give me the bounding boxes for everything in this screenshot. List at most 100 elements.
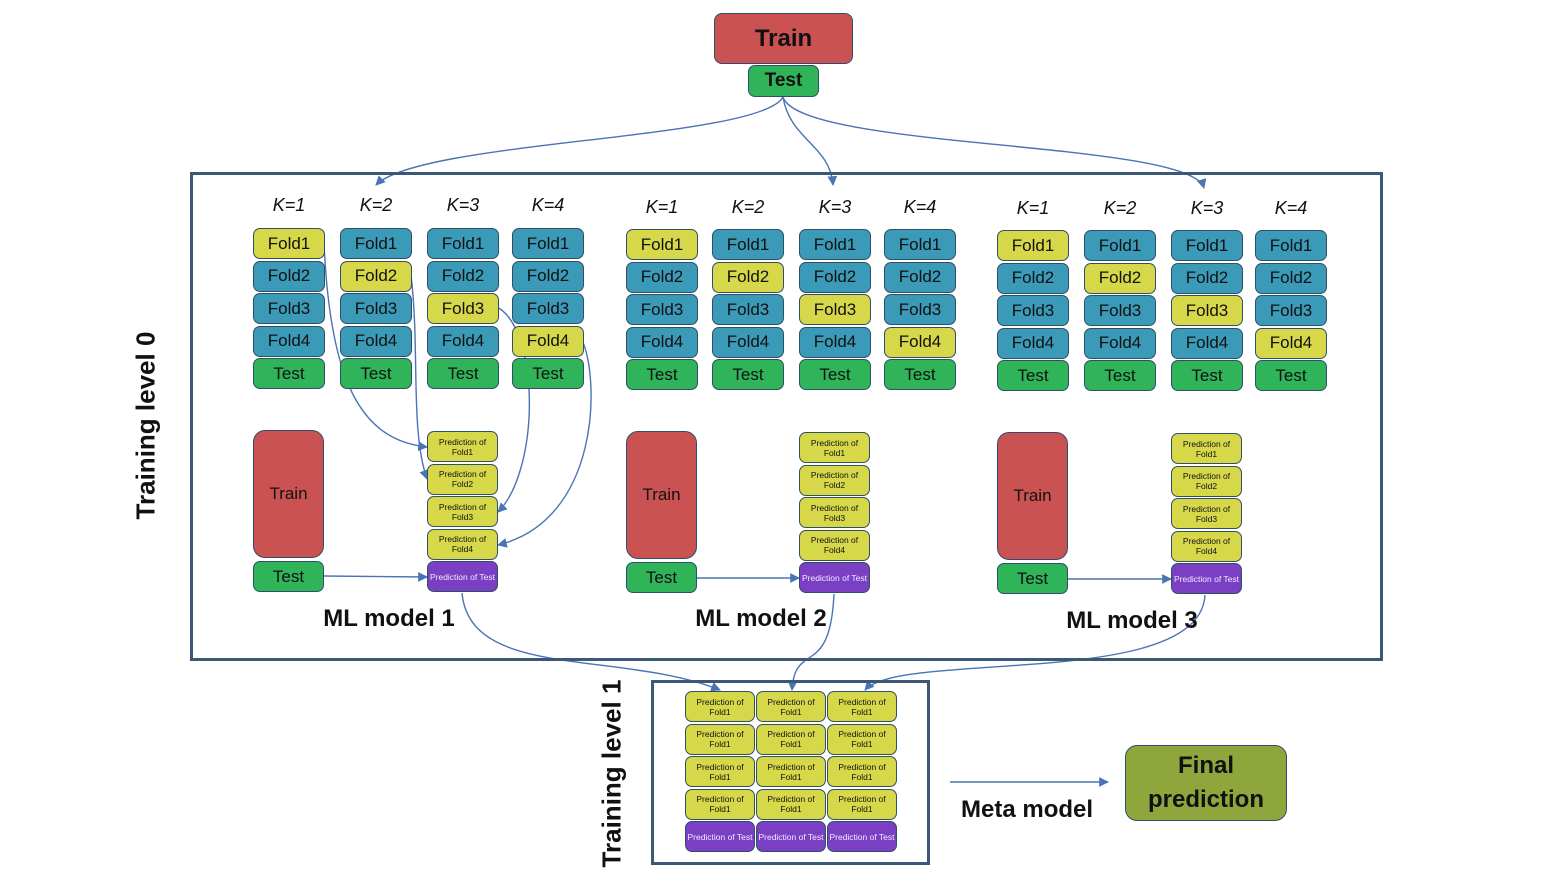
- level1-cell-label: Prediction of Fold1: [767, 761, 815, 782]
- level1-cell-label: Prediction of Fold1: [767, 696, 815, 717]
- model-3-k2-fold1: Fold1: [1084, 230, 1156, 261]
- fold-label: Fold4: [898, 332, 942, 351]
- fold-label: Fold3: [640, 299, 684, 319]
- fold-label: Fold1: [267, 233, 311, 253]
- model-2-k2-fold2: Fold2: [712, 261, 784, 293]
- model-2-k4-fold1: Fold1: [884, 229, 956, 260]
- arrow-fold1-to-pred1: [323, 242, 428, 451]
- prediction-label: Prediction of Fold4: [1182, 536, 1231, 556]
- model-2-prediction-1: Prediction of Fold1: [799, 432, 870, 463]
- prediction-label: Prediction of Fold1: [1182, 438, 1231, 459]
- fold-label: Fold1: [813, 234, 857, 254]
- model-3-k1-fold1: Fold1: [997, 230, 1069, 261]
- level1-cell-r2-c3: Prediction of Fold1: [827, 723, 897, 755]
- model-1-k2-fold3: Fold3: [340, 293, 412, 324]
- model-1-title: ML model 1: [323, 605, 455, 632]
- model-2-k4-test: Test: [884, 359, 956, 390]
- train-label: Train: [1013, 486, 1052, 505]
- model-3-k-label-4: K=4: [1274, 198, 1308, 218]
- level1-cell-label: Prediction of Fold1: [767, 794, 815, 814]
- fold-label: Fold2: [354, 266, 398, 285]
- test-label: Test: [1017, 365, 1049, 385]
- model-2-k3-fold1: Fold1: [799, 229, 871, 260]
- fold-label: Fold2: [526, 266, 570, 285]
- level1-cell-r3-c1: Prediction of Fold1: [685, 756, 755, 787]
- model-3-k2-fold4: Fold4: [1084, 327, 1156, 359]
- model-3-k3-fold1: Fold1: [1171, 230, 1243, 261]
- fold-label: Fold3: [441, 298, 485, 318]
- test-label: Test: [819, 364, 851, 384]
- arrow-fold3-to-pred3: [496, 306, 531, 513]
- fold-label: Fold1: [898, 234, 942, 254]
- model-1-k2-fold1: Fold1: [340, 228, 412, 259]
- test-label: Test: [1104, 365, 1136, 385]
- fold-label: Fold4: [354, 331, 398, 350]
- test-label: Test: [272, 566, 305, 586]
- level1-cell-label: Prediction of Fold1: [838, 729, 886, 749]
- prediction-label: Prediction of Fold3: [1182, 503, 1231, 524]
- level1-cell-label: Prediction of Fold1: [696, 761, 744, 782]
- model-3-prediction-5: Prediction of Test: [1171, 563, 1242, 594]
- model-1-k3-fold1: Fold1: [427, 228, 499, 259]
- fold-label: Fold2: [898, 267, 942, 286]
- model-2-k1-fold3: Fold3: [626, 294, 698, 325]
- test-label: Test: [447, 363, 479, 383]
- fold-label: Fold2: [813, 267, 857, 286]
- fold-label: Fold1: [1098, 235, 1142, 255]
- fold-label: Fold3: [1098, 300, 1142, 320]
- model-2-k3-fold4: Fold4: [799, 326, 871, 358]
- model-1-prediction-2: Prediction of Fold2: [427, 463, 498, 495]
- model-1-k1-fold3: Fold3: [253, 293, 325, 324]
- fold-label: Fold4: [267, 331, 311, 350]
- prediction-label: Prediction of Fold2: [810, 470, 859, 490]
- model-1-train-box: Train: [253, 430, 324, 558]
- model-2-k-label-3: K=3: [818, 197, 852, 217]
- prediction-label: Prediction of Fold3: [438, 501, 487, 522]
- level1-cell-label: Prediction of Test: [687, 831, 753, 842]
- model-1-k4-fold1: Fold1: [512, 228, 584, 259]
- fold-label: Fold3: [267, 298, 311, 318]
- fold-label: Fold3: [526, 298, 570, 318]
- level1-cell-r2-c1: Prediction of Fold1: [685, 723, 755, 755]
- prediction-label: Prediction of Fold4: [810, 535, 859, 555]
- model-1-k2-fold4: Fold4: [340, 325, 412, 357]
- test-label: Test: [645, 567, 678, 587]
- model-3-k-label-1: K=1: [1016, 198, 1050, 218]
- fold-label: Fold4: [640, 332, 684, 351]
- model-1-k-label-4: K=4: [531, 195, 565, 215]
- model-1-k4-test: Test: [512, 358, 584, 389]
- test-label: Test: [532, 363, 564, 383]
- fold-label: Fold2: [441, 266, 485, 285]
- meta-model-label: Meta model: [961, 796, 1094, 823]
- model-3-k-label-2: K=2: [1103, 198, 1137, 218]
- arrow-test-to-predtest-1: [323, 572, 428, 582]
- model-1-k1-fold1: Fold1: [253, 228, 325, 259]
- fold-label: Fold3: [354, 298, 398, 318]
- model-3-k3-fold2: Fold2: [1171, 262, 1243, 294]
- arrow-model3-to-level1: [864, 594, 1206, 691]
- arrow-to-model-3: [782, 96, 1207, 189]
- fold-label: Fold1: [526, 233, 570, 253]
- fold-label: Fold2: [1269, 268, 1313, 287]
- level1-cell-label: Prediction of Fold1: [767, 729, 815, 749]
- level1-cell-r5-c3: Prediction of Test: [827, 821, 897, 852]
- top-train-label: Train: [754, 24, 813, 52]
- fold-label: Fold1: [441, 233, 485, 253]
- model-3-test-box: Test: [997, 563, 1068, 594]
- fold-label: Fold4: [813, 332, 857, 351]
- level1-cell-r3-c3: Prediction of Fold1: [827, 756, 897, 787]
- fold-label: Fold3: [726, 299, 770, 319]
- model-3-k2-fold3: Fold3: [1084, 295, 1156, 326]
- model-2-k3-fold2: Fold2: [799, 261, 871, 293]
- model-3-k1-test: Test: [997, 360, 1069, 391]
- level1-cell-label: Prediction of Fold1: [838, 794, 886, 814]
- fold-label: Fold2: [1098, 268, 1142, 287]
- model-2-k4-fold3: Fold3: [884, 294, 956, 325]
- model-3-prediction-4: Prediction of Fold4: [1171, 530, 1242, 562]
- final-prediction-line2: prediction: [1147, 786, 1264, 813]
- top-test-label: Test: [764, 70, 803, 91]
- level1-cell-r4-c1: Prediction of Fold1: [685, 788, 755, 820]
- level1-cell-label: Prediction of Test: [758, 831, 824, 842]
- model-2-prediction-5: Prediction of Test: [799, 562, 870, 593]
- model-1-k4-fold4: Fold4: [512, 325, 584, 357]
